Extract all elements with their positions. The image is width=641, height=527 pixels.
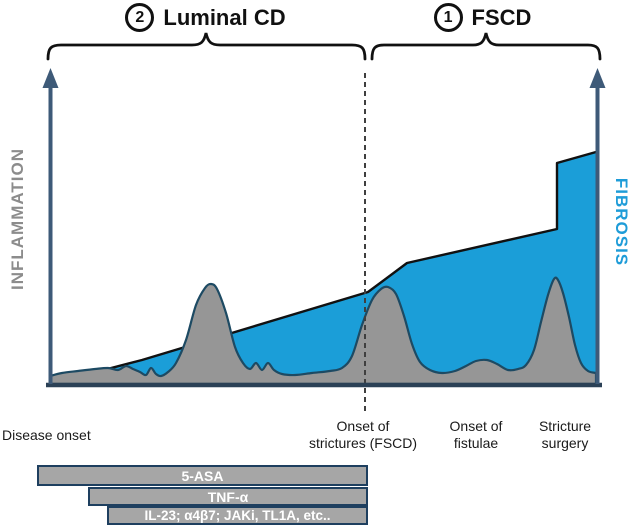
phase-1-title: 1 FSCD <box>420 3 545 32</box>
circled-1-icon: 1 <box>433 3 463 32</box>
therapy-bar-tnf: TNF-α <box>88 487 368 506</box>
inflammation-area <box>48 276 598 386</box>
event-onset-strictures-line1: Onset of <box>336 418 390 434</box>
event-onset-fistulae: Onset of fistulae <box>436 418 516 452</box>
right-axis-arrowhead-icon <box>589 68 606 88</box>
fibrosis-area <box>50 152 596 384</box>
luminal-cd-brace <box>46 32 367 61</box>
event-disease-onset: Disease onset <box>2 427 91 443</box>
fibrosis-axis-label: FIBROSIS <box>612 177 631 267</box>
circled-2-icon: 2 <box>125 3 155 32</box>
phase-2-title: 2 Luminal CD <box>108 3 303 32</box>
left-axis-arrowhead-icon <box>42 68 59 88</box>
event-onset-fistulae-line1: Onset of <box>449 418 503 434</box>
phase-2-label: Luminal CD <box>163 4 286 30</box>
therapy-bar-5asa: 5-ASA <box>37 465 368 486</box>
therapy-bar-il23: IL-23; α4β7; JAKi, TL1A, etc.. <box>107 506 368 525</box>
inflammation-axis-label: INFLAMMATION <box>8 148 27 290</box>
event-stricture-surgery-line1: Stricture <box>538 418 592 434</box>
event-stricture-surgery-line2: surgery <box>541 435 589 451</box>
event-onset-strictures: Onset of strictures (FSCD) <box>298 418 428 452</box>
phase-1-label: FSCD <box>471 4 532 30</box>
event-onset-fistulae-line2: fistulae <box>453 435 499 451</box>
fscd-brace <box>370 32 602 61</box>
event-stricture-surgery: Stricture surgery <box>525 418 605 452</box>
event-onset-strictures-line2: strictures (FSCD) <box>308 435 418 451</box>
fibrosis-top-edge-line <box>49 150 597 386</box>
